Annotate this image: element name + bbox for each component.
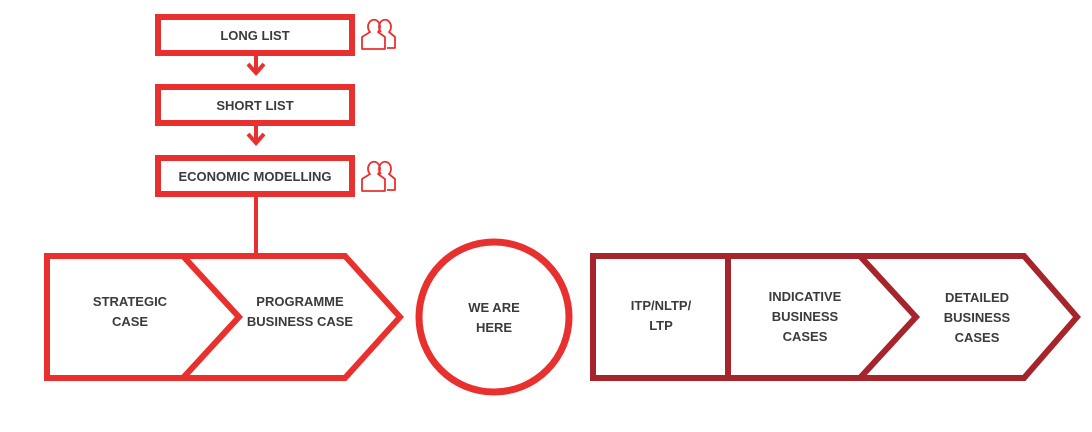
economic-modelling-label: ECONOMIC MODELLING [178, 168, 332, 184]
long-list-box: LONG LIST [155, 14, 355, 56]
chevron-programme-business-case [176, 253, 405, 381]
detailed-business-cases-label: DETAILED BUSINESS CASES [943, 290, 1011, 345]
people-icon [361, 18, 396, 50]
we-are-here-label: WE ARE HERE [468, 300, 520, 335]
arrow-down-2 [246, 132, 266, 147]
programme-business-case-label: PROGRAMME BUSINESS CASE [246, 294, 354, 329]
box-itp-nltp-ltp [590, 253, 731, 381]
itp-nltp-ltp-label: ITP/NLTP/ LTP [630, 298, 692, 333]
short-list-box: SHORT LIST [155, 84, 355, 126]
short-list-label: SHORT LIST [216, 97, 294, 113]
long-list-label: LONG LIST [220, 27, 290, 43]
people-icon [361, 160, 396, 192]
arrow-down-1 [246, 62, 266, 77]
we-are-here-circle [415, 238, 573, 396]
economic-modelling-box: ECONOMIC MODELLING [155, 155, 355, 197]
chevron-detailed-business-cases [853, 253, 1081, 381]
indicative-business-cases-label: INDICATIVE BUSINESS CASES [768, 289, 842, 344]
strategic-case-label: STRATEGIC CASE [92, 294, 168, 329]
